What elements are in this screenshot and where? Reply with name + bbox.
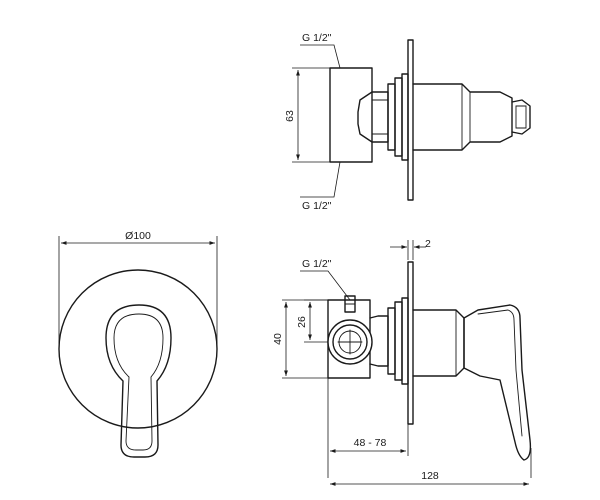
side-flange-2 [395,302,402,380]
top-cover-plate [408,40,413,200]
dim-26-label: 26 [296,316,308,328]
dim-128-label: 128 [421,470,439,482]
top-body [413,84,512,150]
side-view: 2 40 26 G 1/2" 48 - 78 128 [272,238,531,486]
side-flange-3 [402,298,408,384]
top-flange-3 [402,74,408,160]
top-view: 63 G 1/2" G 1/2" [284,32,530,212]
top-end-nut [512,100,530,134]
rosette-circle [59,270,217,428]
dim-40-label: 40 [272,333,284,345]
top-flange-2 [395,78,402,156]
dim-2-label: 2 [425,238,431,250]
side-lever-inner [478,310,522,436]
dim-63-label: 63 [284,110,296,122]
lever-inner [114,314,163,450]
thread-label-side: G 1/2" [302,258,332,270]
dim-100-label: Ø100 [125,230,151,242]
side-outlet-mid [333,325,367,359]
side-hex-nut [370,316,388,366]
leader-bottom [300,162,340,197]
leader-side [300,271,350,300]
top-flange-1 [388,84,395,150]
side-lever [464,305,530,460]
front-view: Ø100 [59,230,217,457]
top-hex-nut [358,92,388,142]
top-connection-block [330,68,372,162]
thread-label-top: G 1/2" [302,32,332,44]
side-flange-1 [388,308,395,374]
lever-outline [106,305,171,457]
leader-top [300,45,340,68]
top-end-inner [516,106,526,128]
dim-48-78-label: 48 - 78 [354,437,387,449]
side-cover-plate [408,262,413,424]
thread-label-bottom: G 1/2" [302,200,332,212]
